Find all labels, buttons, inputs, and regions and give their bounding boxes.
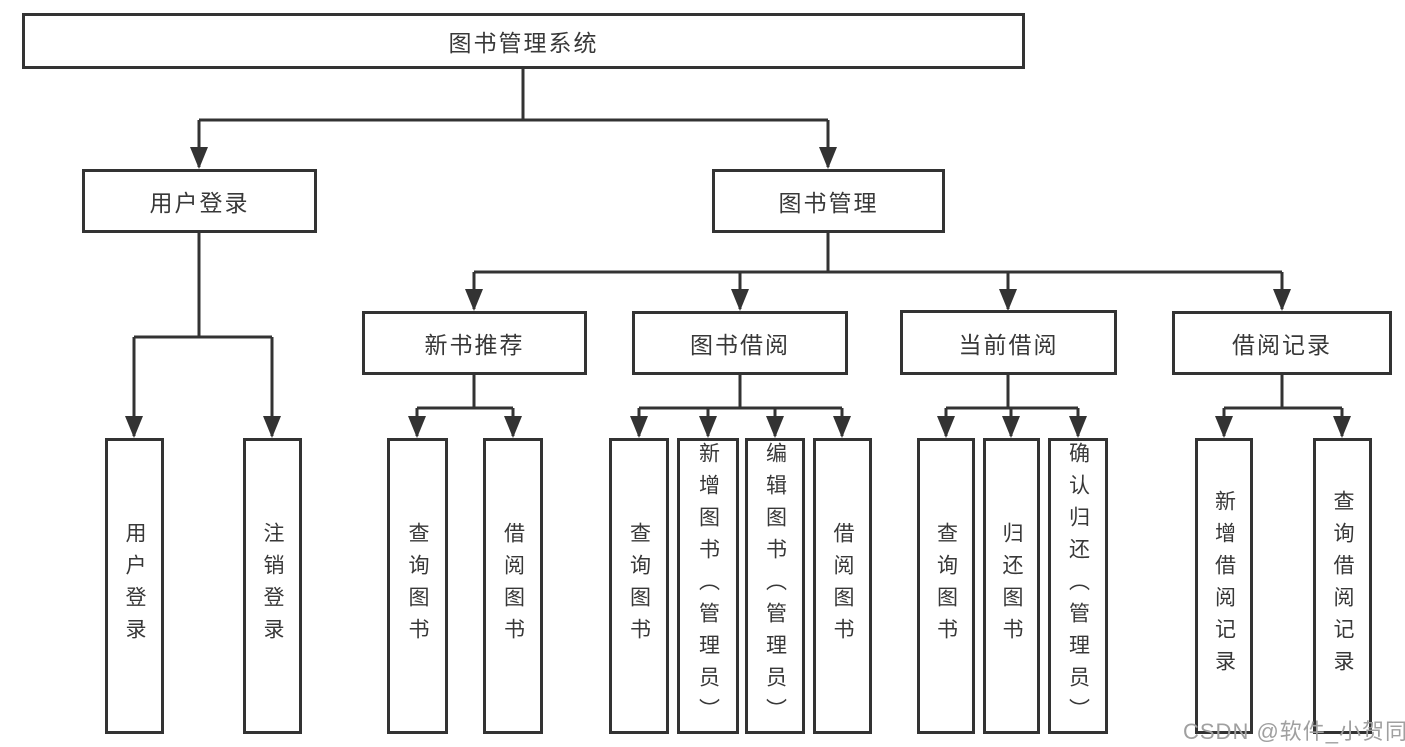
node-root-label: 图书管理系统 — [448, 30, 599, 56]
leaf-confirm-return-admin-label: 确认归还（管理员） — [1066, 442, 1090, 730]
node-current-borrow-label: 当前借阅 — [958, 331, 1059, 358]
leaf-query-books-recommend-label: 查询图书 — [406, 522, 429, 650]
leaf-add-borrow-record: 新增借阅记录 — [1195, 438, 1253, 734]
node-book-borrow-label: 图书借阅 — [690, 332, 790, 358]
leaf-edit-book-admin: 编辑图书（管理员） — [745, 438, 805, 734]
leaf-query-books-current-label: 查询图书 — [934, 522, 958, 650]
csdn-watermark: CSDN @软件_小贺同学 — [1183, 719, 1405, 744]
leaf-add-book-admin: 新增图书（管理员） — [677, 438, 739, 734]
leaf-borrow-books-borrow-label: 借阅图书 — [831, 522, 854, 650]
leaf-logout-label: 注销登录 — [261, 522, 284, 650]
leaf-borrow-books-recommend-label: 借阅图书 — [501, 522, 525, 650]
leaf-query-books-recommend: 查询图书 — [387, 438, 448, 734]
node-book-management: 图书管理 — [712, 169, 945, 233]
node-new-book-recommend: 新书推荐 — [362, 311, 587, 375]
leaf-query-books-borrow-label: 查询图书 — [627, 522, 651, 650]
leaf-borrow-books-recommend: 借阅图书 — [483, 438, 543, 734]
connector-segments — [132, 69, 1344, 436]
node-user-login-label: 用户登录 — [149, 190, 250, 216]
leaf-user-login-label: 用户登录 — [123, 522, 146, 650]
leaf-add-borrow-record-label: 新增借阅记录 — [1212, 490, 1236, 682]
leaf-borrow-books-borrow: 借阅图书 — [813, 438, 872, 734]
leaf-confirm-return-admin: 确认归还（管理员） — [1048, 438, 1108, 734]
node-book-management-label: 图书管理 — [778, 190, 879, 216]
leaf-query-books-borrow: 查询图书 — [609, 438, 669, 734]
leaf-logout: 注销登录 — [243, 438, 302, 734]
leaf-user-login: 用户登录 — [105, 438, 164, 734]
node-borrow-records-label: 借阅记录 — [1232, 332, 1332, 358]
leaf-return-book-label: 归还图书 — [1000, 522, 1023, 650]
node-root: 图书管理系统 — [22, 13, 1025, 69]
node-book-borrow: 图书借阅 — [632, 311, 848, 375]
leaf-edit-book-admin-label: 编辑图书（管理员） — [763, 442, 787, 730]
leaf-return-book: 归还图书 — [983, 438, 1040, 734]
leaf-query-books-current: 查询图书 — [917, 438, 975, 734]
leaf-query-borrow-record-label: 查询借阅记录 — [1331, 490, 1354, 682]
node-borrow-records: 借阅记录 — [1172, 311, 1392, 375]
node-new-book-recommend-label: 新书推荐 — [424, 332, 525, 358]
leaf-add-book-admin-label: 新增图书（管理员） — [696, 442, 720, 730]
node-user-login: 用户登录 — [82, 169, 317, 233]
arrowheads — [125, 147, 1351, 438]
node-current-borrow: 当前借阅 — [900, 310, 1117, 375]
leaf-query-borrow-record: 查询借阅记录 — [1313, 438, 1372, 734]
